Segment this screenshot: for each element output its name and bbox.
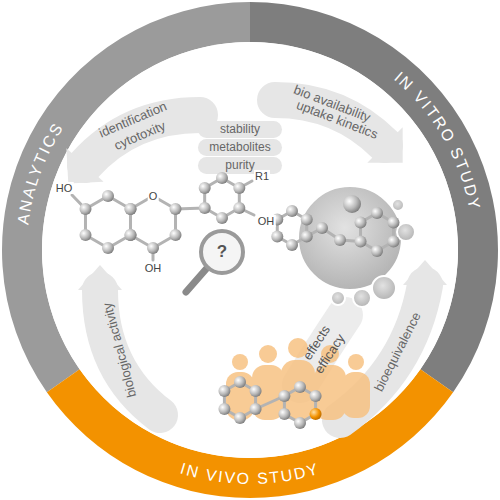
atom-ball [334, 234, 346, 246]
atom-ball [371, 245, 383, 257]
process-label: purity [225, 159, 254, 172]
process-label: metabolites [209, 141, 270, 154]
molecules [72, 172, 399, 429]
ring-title-text: ANALYTICS [14, 119, 66, 225]
atom-ball [294, 417, 306, 429]
atom-ball [355, 217, 367, 229]
atom-ball [216, 212, 228, 224]
bubble [392, 199, 404, 211]
process-label: bioequivalence [372, 310, 424, 394]
atom-ball [147, 242, 159, 254]
atom-ball [278, 390, 290, 402]
atom-ball [250, 385, 262, 397]
bubble [331, 291, 345, 305]
atom-ball [343, 195, 361, 213]
person-head [259, 345, 277, 363]
inner-disc [42, 42, 458, 458]
atom-ball [233, 182, 245, 194]
atom-ball [102, 242, 114, 254]
person-head [232, 354, 248, 370]
atom-ball [234, 376, 246, 388]
people-silhouettes [226, 338, 370, 420]
atom-ball [170, 229, 182, 241]
atom-ball [218, 385, 230, 397]
question-mark: ? [217, 243, 227, 262]
atom-ball [286, 239, 298, 251]
atom-ball [286, 205, 298, 217]
atom-ball [387, 236, 399, 248]
atom-ball [301, 214, 313, 226]
process-label: stability [220, 123, 260, 136]
cell-sphere [298, 186, 402, 290]
atom-ball [170, 203, 182, 215]
arrow-band [100, 290, 160, 415]
arrow-head [78, 265, 122, 290]
process-label: biological activity [100, 301, 139, 399]
person-body [342, 372, 370, 418]
atom-ball [124, 203, 136, 215]
atom-ball [79, 203, 91, 215]
atom-ball [387, 217, 399, 229]
atom-label: OH [257, 215, 276, 227]
atom-label: HO [55, 182, 74, 194]
bubble [397, 223, 415, 241]
ring-title-text: IN VITRO STUDY [391, 68, 483, 212]
atom-ball [199, 182, 211, 194]
magnifier-handle [186, 268, 207, 292]
atom-ball [355, 236, 367, 248]
bubble [353, 289, 371, 307]
arrow-head [66, 148, 103, 183]
atom-ball [250, 403, 262, 415]
atom-ball [371, 207, 383, 219]
atom-ball [125, 203, 137, 215]
ring-title: ANALYTICS [14, 119, 66, 225]
person-head [348, 354, 364, 370]
atom-ball [316, 222, 328, 234]
bubble [372, 276, 396, 300]
atom-ball [79, 229, 91, 241]
atom-ball [301, 231, 313, 243]
atom-ball [278, 408, 290, 420]
atom-ball [124, 229, 136, 241]
atom-label: O [148, 190, 159, 202]
property-pill [198, 121, 282, 138]
atom-ball [234, 412, 246, 424]
property-pill [198, 139, 282, 156]
ring-title-text: IN VIVO STUDY [179, 460, 322, 487]
ring-title: IN VITRO STUDY [391, 68, 483, 212]
magnifier-lens [201, 231, 243, 273]
atom-label: OH [144, 262, 163, 274]
atom-ball [199, 202, 211, 214]
ring-title: IN VIVO STUDY [179, 460, 322, 487]
atom-ball [233, 202, 245, 214]
atom-ball [310, 408, 322, 420]
atom-ball [216, 172, 228, 184]
atom-label: R1 [254, 170, 270, 182]
arrow-head [403, 260, 447, 285]
atom-ball [125, 229, 137, 241]
atom-ball [310, 390, 322, 402]
atom-ball [294, 381, 306, 393]
atom-ball [271, 231, 283, 243]
atom-ball [102, 190, 114, 202]
atom-ball [218, 403, 230, 415]
